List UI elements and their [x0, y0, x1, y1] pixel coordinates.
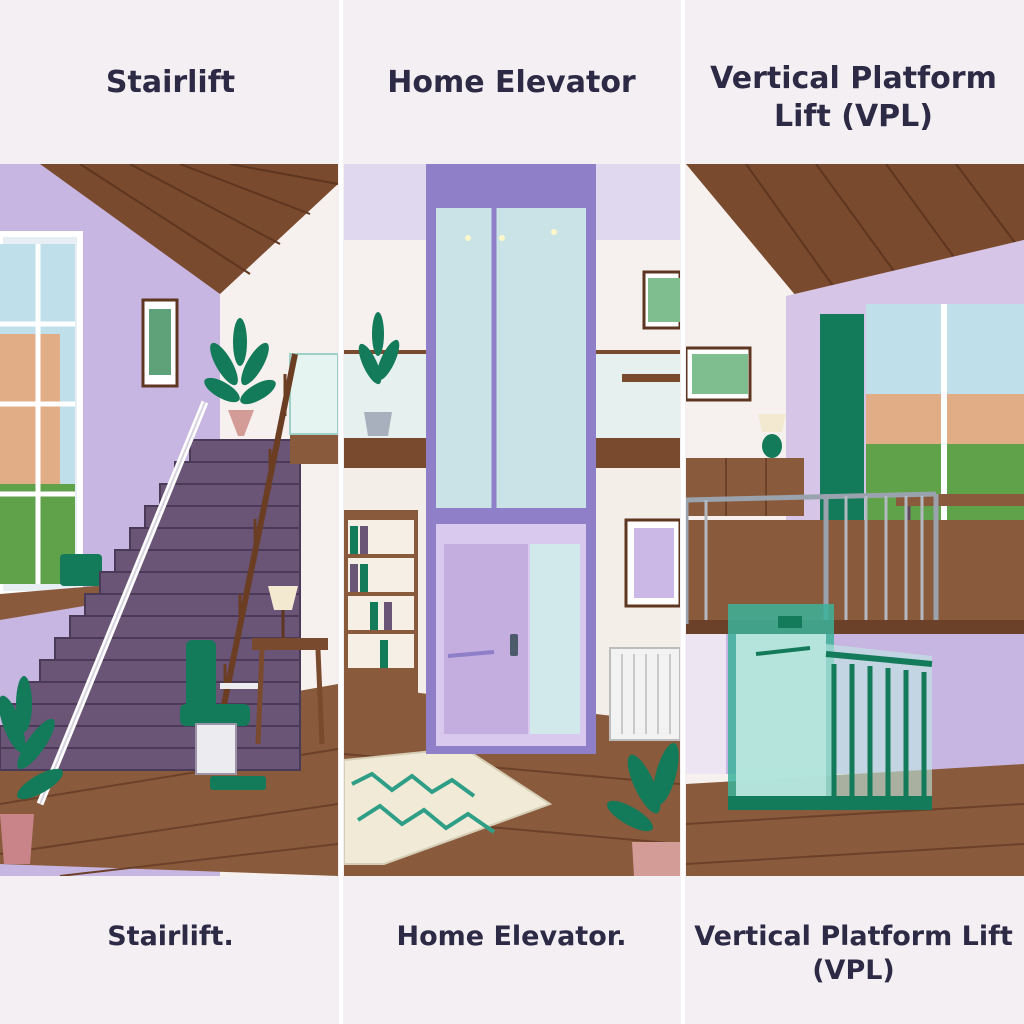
vpl-caption: Vertical Platform Lift (VPL)	[694, 921, 1013, 986]
vertical-platform-lift	[728, 604, 933, 810]
stairlift-chair	[180, 640, 266, 790]
vpl-illustration	[686, 164, 1024, 876]
column-divider	[339, 0, 343, 1024]
stairlift-illustration	[0, 164, 338, 876]
vpl-title: Vertical Platform Lift (VPL)	[710, 61, 997, 134]
home-elevator-title: Home Elevator	[387, 65, 636, 100]
home-elevator-illustration	[344, 164, 680, 876]
elevator-shaft	[426, 164, 596, 754]
stairlift-caption: Stairlift.	[107, 921, 234, 952]
column-divider	[681, 0, 685, 1024]
stairlift-title: Stairlift	[105, 65, 236, 100]
home-elevator-caption: Home Elevator.	[396, 921, 627, 952]
